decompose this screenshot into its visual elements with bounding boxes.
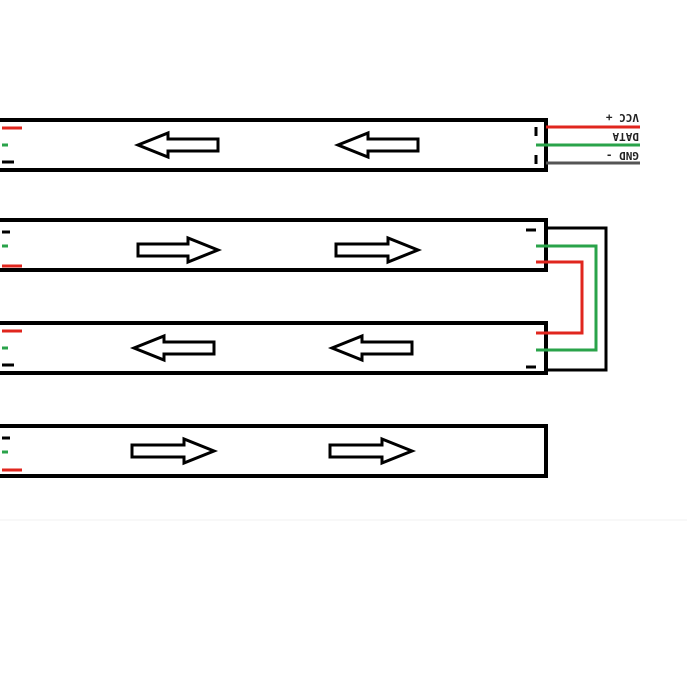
strip-3-arrow-left-icon: [327, 333, 414, 363]
strip-4-body: [0, 424, 548, 478]
led-strip-2: [0, 218, 548, 272]
strip-3-arrow-left-icon: [129, 333, 216, 363]
jumper-data-wire: [536, 244, 598, 352]
strip-4-arrow-right-icon: [328, 436, 417, 466]
strip-3-body: [0, 321, 548, 375]
jumper-gnd-wire: [546, 226, 608, 372]
jumper-vcc-wire: [536, 260, 584, 335]
gnd-label: GND -: [606, 149, 639, 162]
led-strip-4: [0, 424, 548, 478]
strip-2-arrow-right-icon: [334, 235, 423, 265]
vcc-label: VCC +: [606, 111, 639, 124]
data-label: DATA: [612, 130, 639, 143]
jumper-connection: [536, 226, 608, 372]
strip-2-body: [0, 218, 548, 272]
strip-1-body: [0, 118, 548, 172]
led-strip-1: [0, 118, 548, 172]
strip-2-arrow-right-icon: [136, 235, 223, 265]
strip-1-arrow-left-icon: [133, 130, 220, 160]
led-strip-3: [0, 321, 548, 375]
strip-1-arrow-left-icon: [333, 130, 420, 160]
input-wires: [536, 125, 640, 165]
strip-4-arrow-right-icon: [130, 436, 219, 466]
